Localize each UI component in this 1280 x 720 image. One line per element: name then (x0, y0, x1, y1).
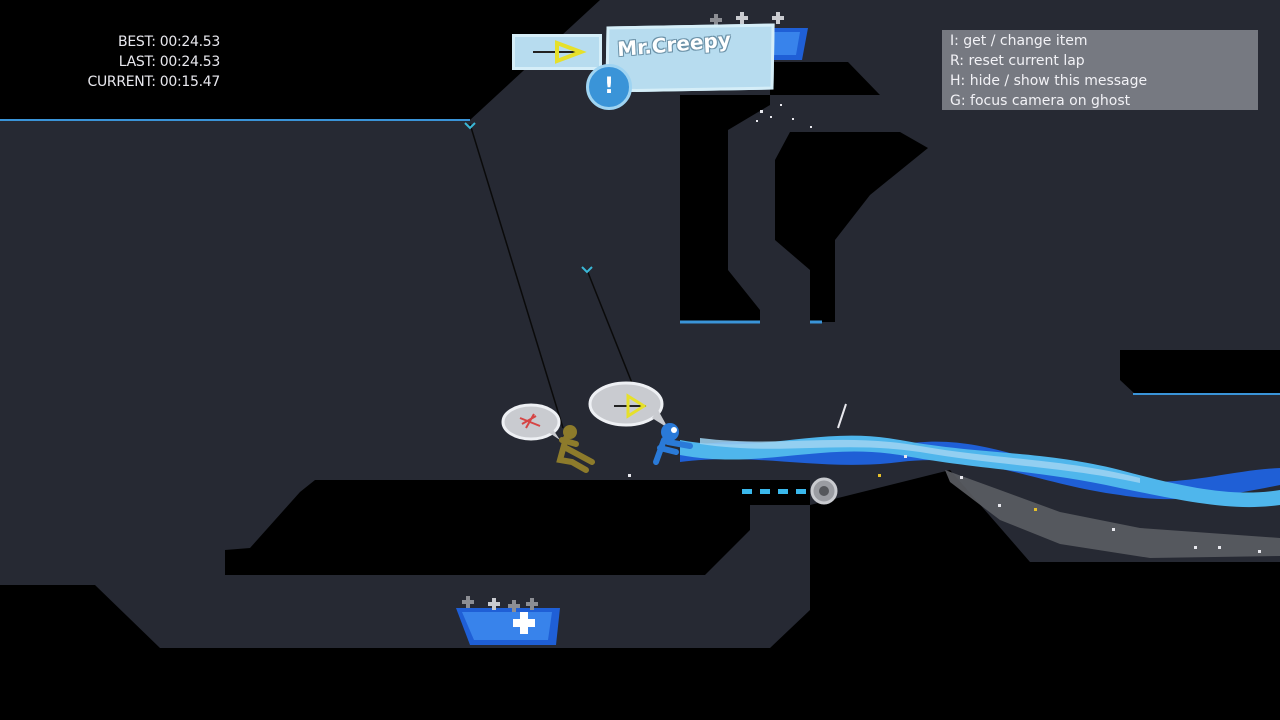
sparkles (628, 104, 1261, 553)
grapple-hook-top (464, 122, 476, 130)
current-time: 00:15.47 (159, 74, 221, 90)
last-time-row: LAST: 00:24.53 (40, 52, 221, 72)
help-line-item: I: get / change item (950, 33, 1088, 49)
lap-timer-panel: BEST: 00:24.53 LAST: 00:24.53 CURRENT: 0… (40, 32, 220, 92)
current-item-plate (512, 34, 602, 70)
ledge-right (1120, 350, 1280, 394)
best-label: BEST: (118, 34, 156, 50)
speed-ribbon-light (680, 435, 1280, 508)
ghost-runner (556, 425, 595, 473)
best-time-row: BEST: 00:24.53 (40, 32, 220, 52)
last-label: LAST: (118, 54, 156, 70)
current-time-row: CURRENT: 00:15.47 (40, 72, 220, 92)
grapple-rope-player (586, 269, 633, 384)
wall-bottom (0, 470, 1280, 720)
pillar-center-top (770, 62, 880, 95)
speed-trail-grey (945, 470, 1280, 558)
pillar-right (775, 132, 928, 322)
help-line-hide: H: hide / show this message (950, 73, 1148, 89)
exclamation-icon: ! (586, 64, 632, 110)
boost-strip (740, 488, 810, 495)
item-crate-bottom (456, 596, 560, 645)
ghost-item-bubble (501, 403, 561, 441)
wall-top-left (0, 0, 600, 120)
controls-help-box: I: get / change item R: reset current la… (942, 30, 1258, 110)
pillar-center (680, 95, 770, 322)
player-item-bubble (588, 381, 668, 428)
help-line-ghost: G: focus camera on ghost (950, 93, 1131, 109)
checkpoint-wheel-hub (819, 486, 829, 496)
last-time: 00:24.53 (159, 54, 221, 70)
current-label: CURRENT: (87, 74, 156, 90)
speed-ribbon-pale (700, 438, 1140, 483)
help-line-reset: R: reset current lap (950, 53, 1085, 69)
grapple-hook-mid (581, 266, 593, 274)
grapple-rope-ghost (469, 123, 564, 429)
spark-streak (837, 403, 847, 429)
player-runner (653, 423, 693, 465)
platform-main (225, 480, 810, 575)
player-name: Mr.Creepy (616, 27, 732, 62)
best-time: 00:24.53 (159, 34, 221, 50)
grappling-hook-icon (533, 40, 587, 64)
